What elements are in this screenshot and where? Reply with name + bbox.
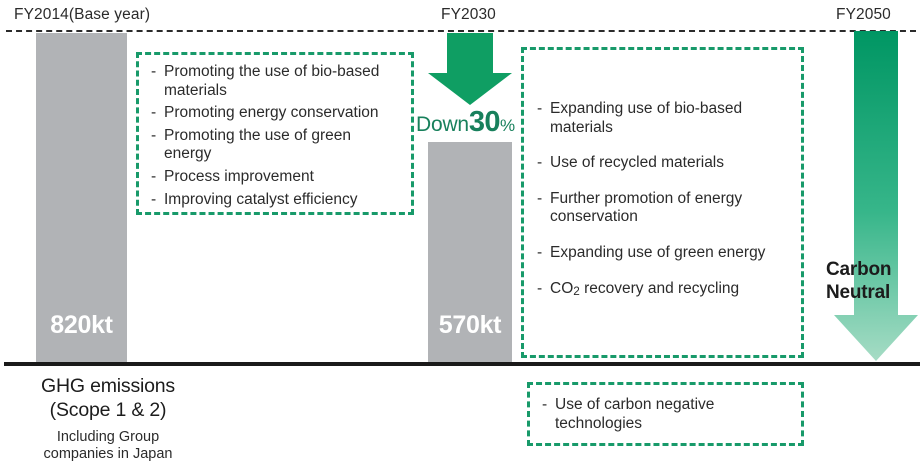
legend-title-line2: (Scope 1 & 2) [49,399,167,422]
long-down-arrow-icon [834,31,918,361]
bar-value-fy2014: 820kt [50,311,113,339]
carbon-neutral-line1: Carbon [826,259,892,280]
reduction-word: Down [416,113,469,136]
list-item: CO2 recovery and recycling [536,280,784,299]
year-label-fy2050: FY2050 [836,6,891,23]
legend-block: GHG emissions (Scope 1 & 2) Including Gr… [8,374,208,464]
year-label-fy2030: FY2030 [441,6,496,23]
legend-note: Including Group companies in Japan [8,429,208,464]
carbon-negative-box: Use of carbon negative technologies [527,382,804,446]
reduction-label: Down30% [416,106,528,138]
baseline-reference-dashed-line [6,30,916,32]
bar-fy2030: 570kt [428,142,512,362]
carbon-neutral-label: Carbon Neutral [826,258,922,304]
bar-fy2014: 820kt [36,33,127,362]
measures-box-fy2030: Promoting the use of bio-based materials… [136,52,414,215]
legend-title-line1: GHG emissions [41,375,175,397]
list-item: Use of recycled materials [536,154,784,173]
legend-note-line2: companies in Japan [43,446,173,463]
list-item: Promoting the use of bio-based materials [150,63,402,100]
list-item: Further promotion of energy conservation [536,190,784,227]
list-item: Promoting energy conservation [150,104,402,123]
list-item: Expanding use of bio-based materials [536,100,784,137]
legend-title: GHG emissions (Scope 1 & 2) [8,374,208,423]
carbon-negative-list: Use of carbon negative technologies [541,396,791,433]
reduction-number: 30 [468,106,501,138]
reduction-percent-sign: % [499,116,516,135]
measures-list-fy2050: Expanding use of bio-based materials Use… [524,100,784,315]
carbon-neutral-line2: Neutral [826,282,891,304]
list-item: Improving catalyst efficiency [150,191,402,210]
list-item: Expanding use of green energy [536,244,784,263]
legend-note-line1: Including Group [56,428,160,445]
list-item: Process improvement [150,168,402,187]
measures-box-fy2050: Expanding use of bio-based materials Use… [521,47,804,358]
list-item: Use of carbon negative technologies [541,396,791,433]
down-arrow-icon [428,33,512,105]
list-item: Promoting the use of green energy [150,127,402,164]
year-label-fy2014: FY2014(Base year) [14,6,151,23]
chart-baseline [4,362,920,366]
bar-value-fy2030: 570kt [438,311,502,339]
measures-list-fy2030: Promoting the use of bio-based materials… [150,63,402,209]
